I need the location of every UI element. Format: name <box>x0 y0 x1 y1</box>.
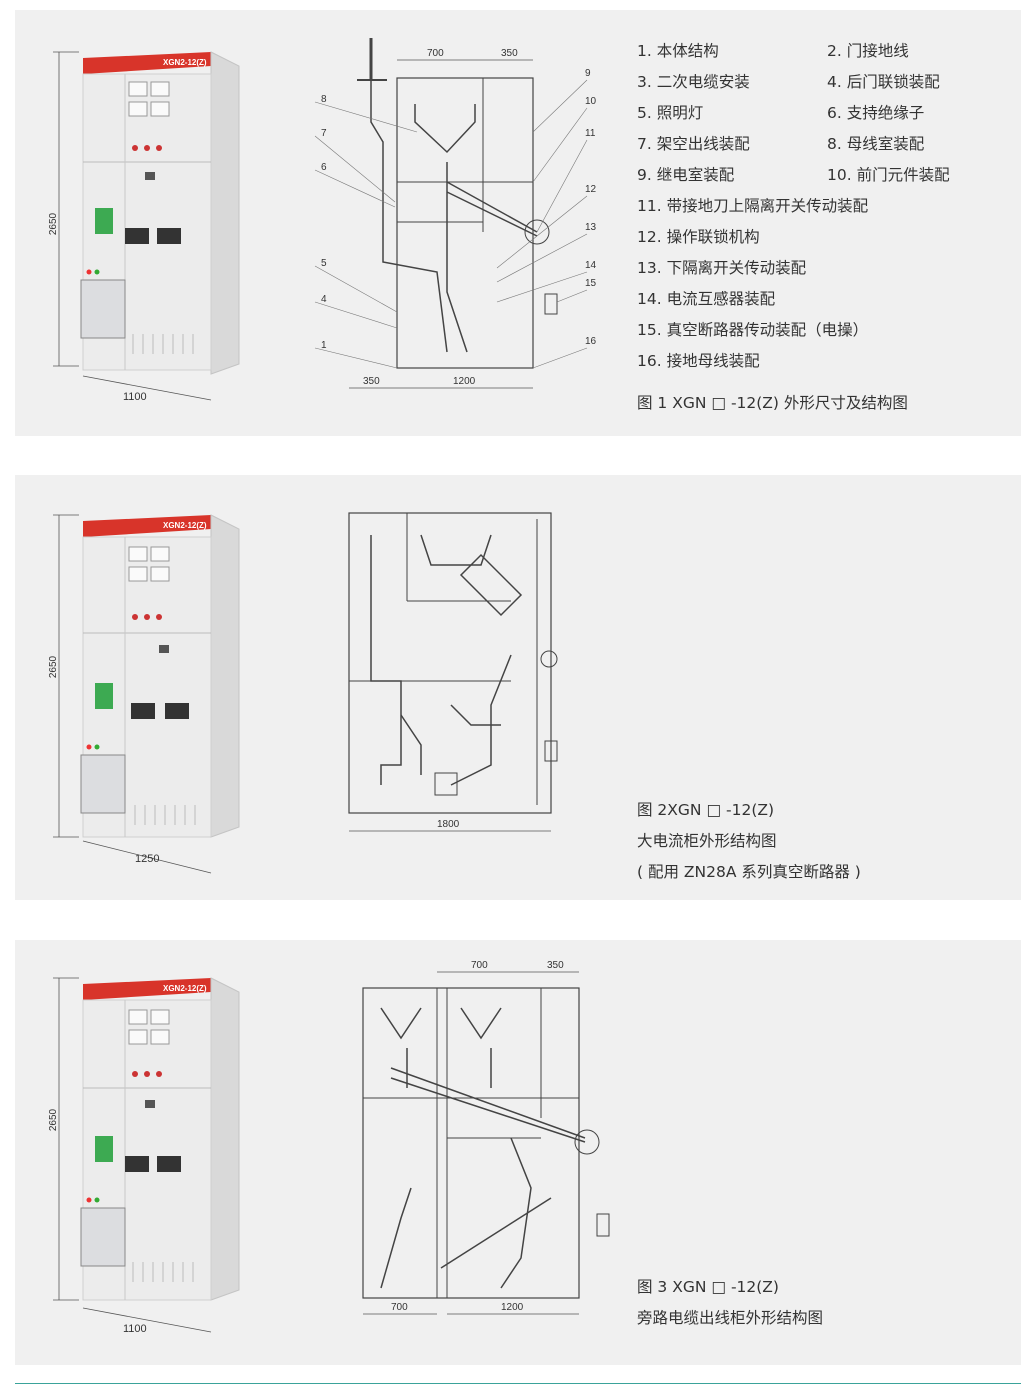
legend-row: 14. 电流互感器装配 <box>637 284 1017 315</box>
legend-item: 12. 操作联锁机构 <box>637 228 760 246</box>
top-dim-1: 700 <box>471 960 488 971</box>
component-legend: 1. 本体结构 2. 门接地线 3. 二次电缆安装 4. 后门联锁装配 5. 照明灯… <box>637 36 1017 377</box>
cabinet-height-dim: 2650 <box>48 655 59 678</box>
legend-item: 16. 接地母线装配 <box>637 352 760 370</box>
legend-item: 5. 照明灯 <box>637 104 704 122</box>
bottom-dim-2: 1200 <box>453 376 476 387</box>
legend-row: 3. 二次电缆安装 4. 后门联锁装配 <box>637 67 1017 98</box>
callout-15: 15 <box>585 278 597 289</box>
callout-5: 5 <box>321 258 327 269</box>
figure-1-panel: 2650 XGN2-12(Z) 1100 700 350 <box>15 10 1021 436</box>
legend-item: 7. 架空出线装配 <box>637 135 750 153</box>
legend-item: 14. 电流互感器装配 <box>637 290 776 308</box>
figure-2-caption-line-1: 图 2XGN □ -12(Z) <box>637 801 775 819</box>
legend-row: 13. 下隔离开关传动装配 <box>637 253 1017 284</box>
figure-3-caption-line-1: 图 3 XGN □ -12(Z) <box>637 1278 779 1296</box>
figure-2-caption-line-3: ( 配用 ZN28A 系列真空断路器 ) <box>637 863 861 881</box>
legend-item: 1. 本体结构 <box>637 42 719 60</box>
bottom-dim-2: 1200 <box>501 1302 524 1313</box>
cabinet-label: XGN2-12(Z) <box>163 521 207 530</box>
callout-14: 14 <box>585 260 597 271</box>
cabinet-width-dim: 1250 <box>135 853 159 865</box>
bottom-dim-1: 700 <box>391 1302 408 1313</box>
callout-9: 9 <box>585 68 591 79</box>
cabinet-photo-2: 2650 XGN2-12(Z) 1250 <box>48 514 240 874</box>
cabinet-label: XGN2-12(Z) <box>163 58 207 67</box>
legend-item: 10. 前门元件装配 <box>827 166 950 184</box>
figure-1-caption: 图 1 XGN □ -12(Z) 外形尺寸及结构图 <box>637 394 908 412</box>
legend-item: 11. 带接地刀上隔离开关传动装配 <box>637 197 869 215</box>
bottom-dim: 1800 <box>437 819 460 830</box>
cabinet-height-dim: 2650 <box>48 1108 59 1131</box>
figure-2-caption-line-2: 大电流柜外形结构图 <box>637 832 777 850</box>
cabinet-width-dim: 1100 <box>123 1323 147 1335</box>
figure-2-panel: 2650 XGN2-12(Z) 1250 <box>15 475 1021 900</box>
callout-12: 12 <box>585 184 597 195</box>
callout-8: 8 <box>321 94 327 105</box>
legend-row: 12. 操作联锁机构 <box>637 222 1017 253</box>
callout-11: 11 <box>585 128 596 139</box>
legend-item: 15. 真空断路器传动装配（电操） <box>637 321 869 339</box>
legend-item: 4. 后门联锁装配 <box>827 73 940 91</box>
legend-row: 5. 照明灯 6. 支持绝缘子 <box>637 98 1017 129</box>
figure-3-panel: 2650 XGN2-12(Z) 1100 700 350 <box>15 940 1021 1365</box>
legend-row: 16. 接地母线装配 <box>637 346 1017 377</box>
legend-item: 2. 门接地线 <box>827 42 909 60</box>
callout-16: 16 <box>585 336 597 347</box>
legend-item: 6. 支持绝缘子 <box>827 104 925 122</box>
structure-drawing-3: 700 350 700 1200 <box>362 960 610 1315</box>
structure-drawing-1: 700 350 <box>314 38 597 389</box>
legend-row: 1. 本体结构 2. 门接地线 <box>637 36 1017 67</box>
legend-row: 9. 继电室装配 10. 前门元件装配 <box>637 160 1017 191</box>
callout-7: 7 <box>321 128 327 139</box>
callout-6: 6 <box>321 162 327 173</box>
callout-1: 1 <box>321 340 327 351</box>
top-dim-2: 350 <box>547 960 564 971</box>
callout-4: 4 <box>321 294 327 305</box>
bottom-divider <box>15 1383 1021 1384</box>
cabinet-photo-1: 2650 XGN2-12(Z) 1100 <box>48 51 240 403</box>
top-dim-1: 700 <box>427 48 444 59</box>
cabinet-photo-3: 2650 XGN2-12(Z) 1100 <box>48 977 240 1335</box>
legend-item: 9. 继电室装配 <box>637 166 735 184</box>
legend-item: 8. 母线室装配 <box>827 135 925 153</box>
legend-row: 7. 架空出线装配 8. 母线室装配 <box>637 129 1017 160</box>
legend-item: 3. 二次电缆安装 <box>637 73 750 91</box>
legend-item: 13. 下隔离开关传动装配 <box>637 259 807 277</box>
callout-10: 10 <box>585 96 597 107</box>
legend-row: 11. 带接地刀上隔离开关传动装配 <box>637 191 1017 222</box>
legend-row: 15. 真空断路器传动装配（电操） <box>637 315 1017 346</box>
cabinet-label: XGN2-12(Z) <box>163 984 207 993</box>
top-dim-2: 350 <box>501 48 518 59</box>
cabinet-height-dim: 2650 <box>48 212 59 235</box>
bottom-dim-1: 350 <box>363 376 380 387</box>
callout-13: 13 <box>585 222 597 233</box>
structure-drawing-2: 1800 <box>348 512 558 832</box>
figure-3-caption-line-2: 旁路电缆出线柜外形结构图 <box>637 1309 824 1327</box>
cabinet-width-dim: 1100 <box>123 391 147 403</box>
